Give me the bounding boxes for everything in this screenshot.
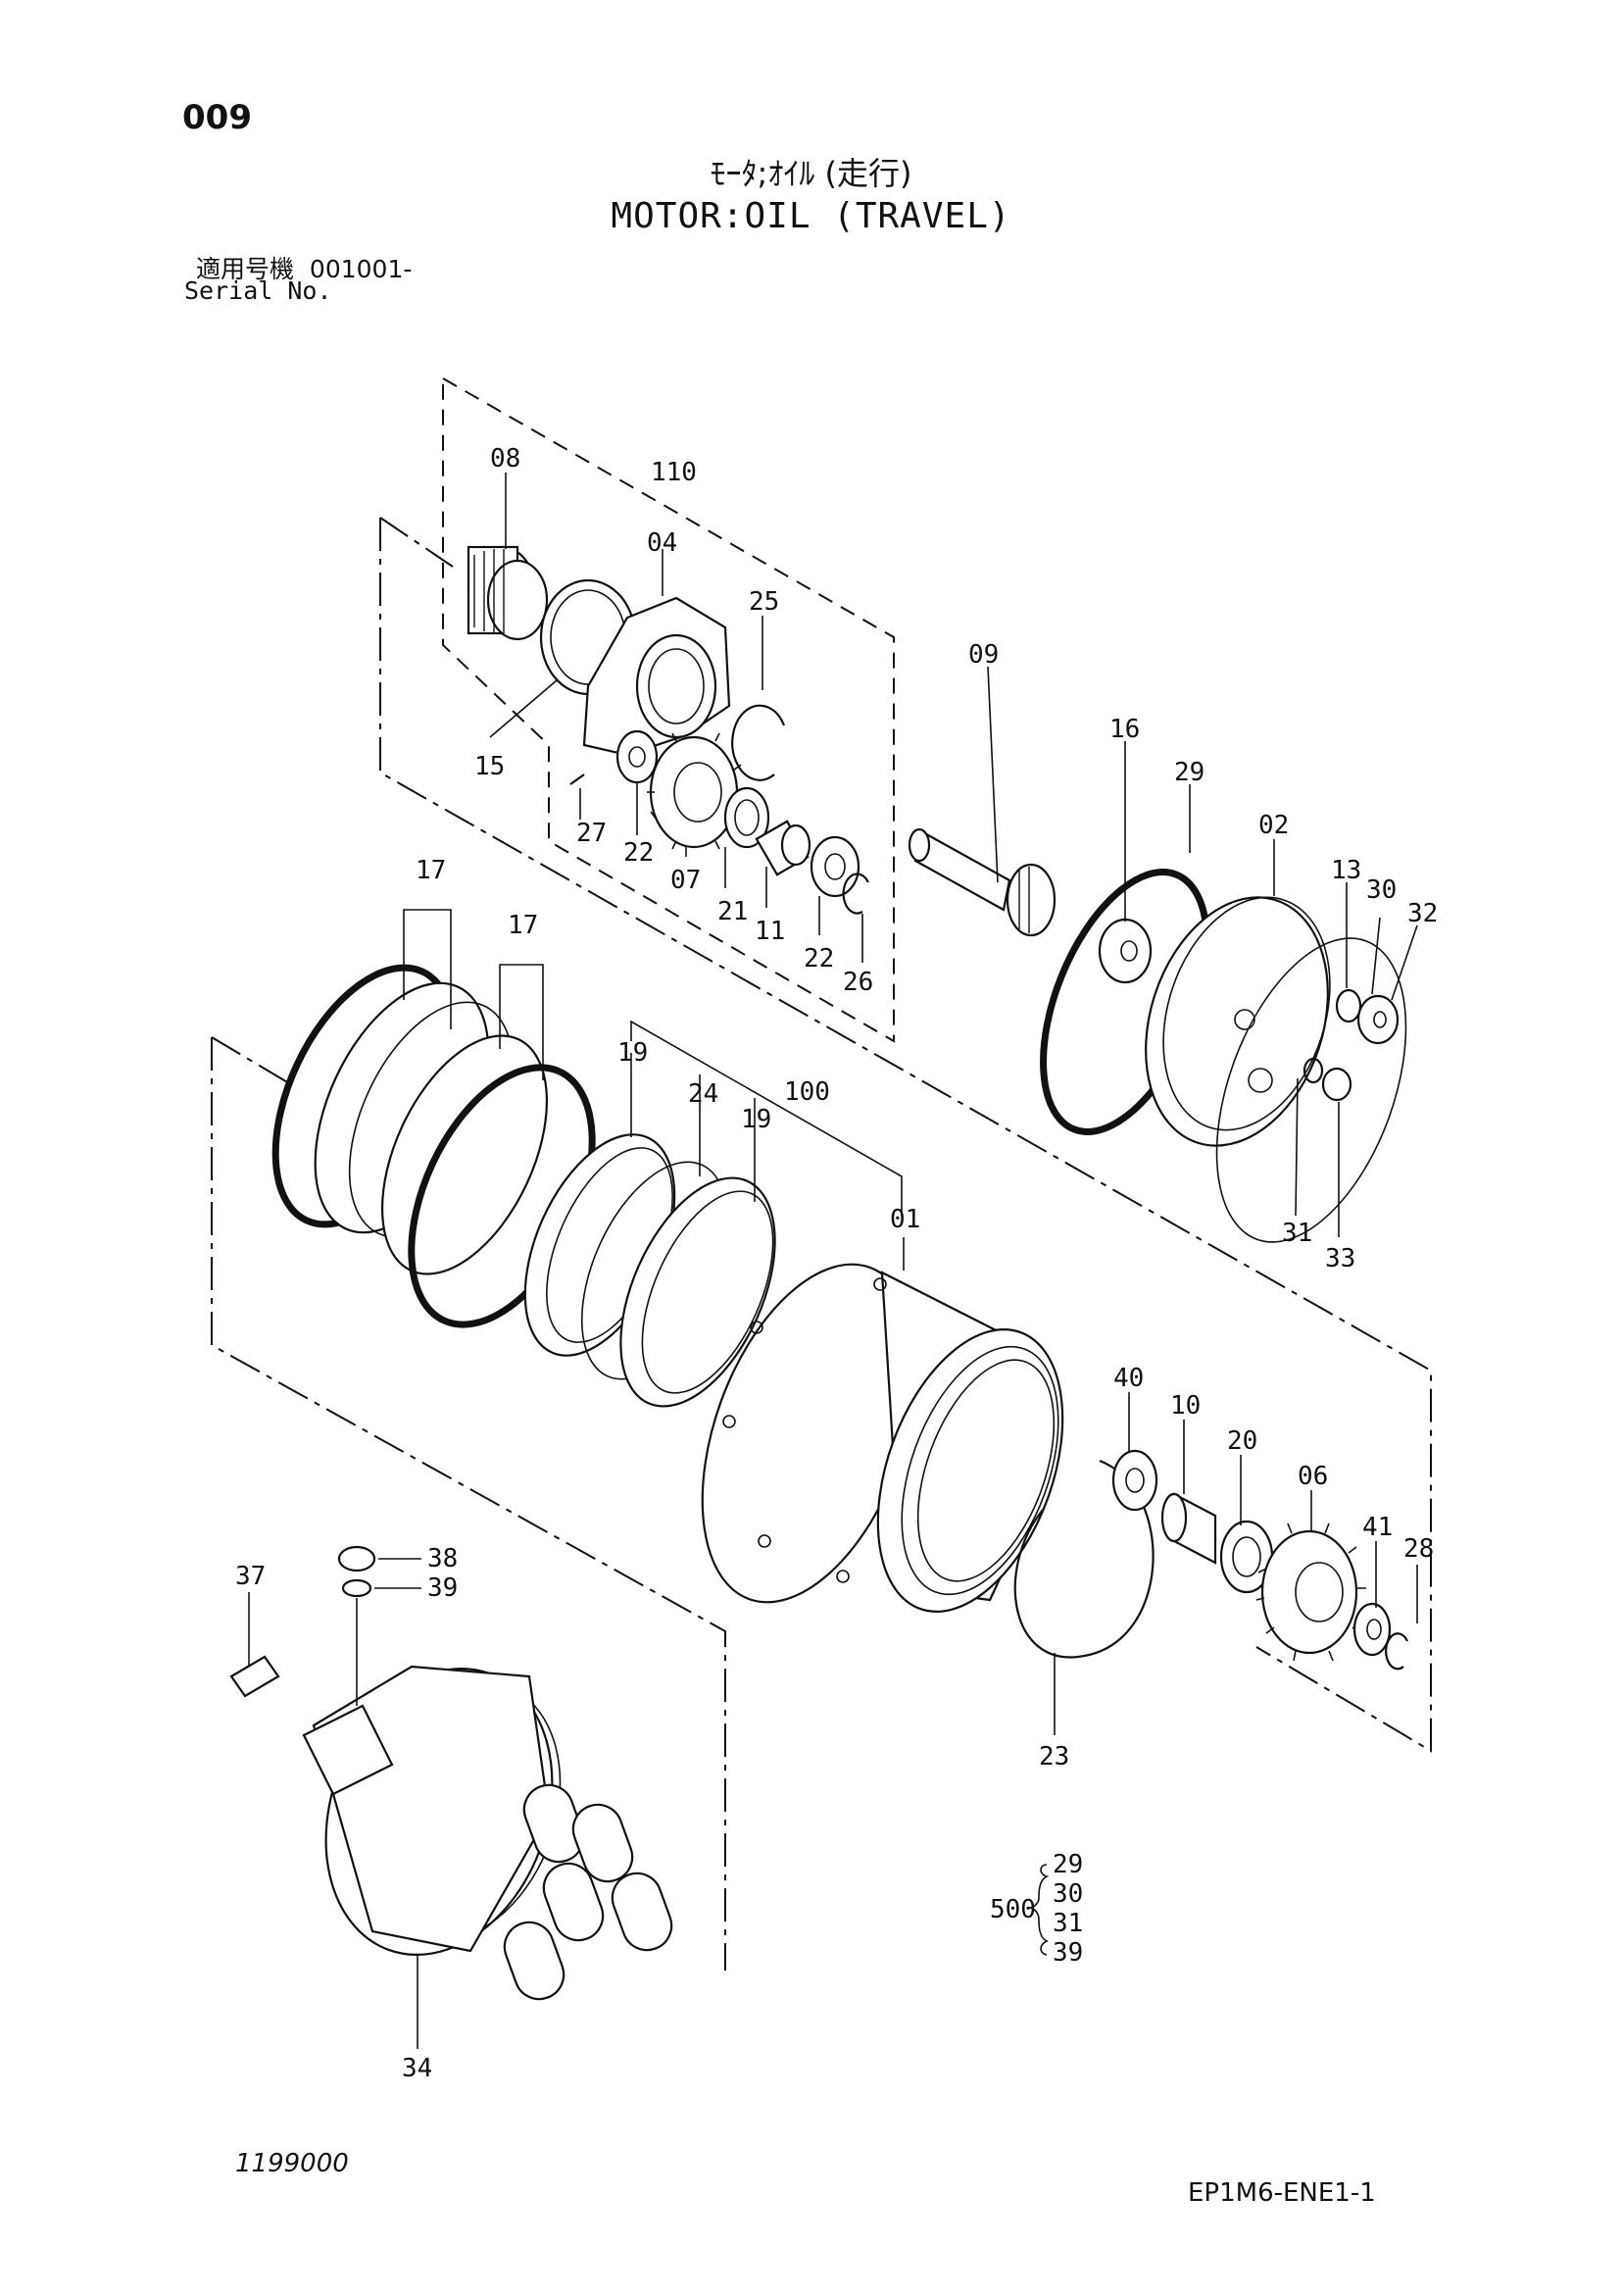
callout-21: 21 [717, 897, 748, 926]
cover-plate-icon [1145, 896, 1331, 1147]
callout-06: 06 [1298, 1462, 1328, 1491]
shaft-icon [908, 827, 1057, 937]
seal-ring-icon [271, 964, 596, 1328]
gear-icon [1255, 1522, 1366, 1662]
title-japanese: ﾓｰﾀ;ｵｲﾙ (走行) [710, 155, 912, 192]
o-ring-icon [341, 1578, 372, 1598]
kit-item: 29 [1053, 1850, 1083, 1879]
drawing-number: 1199000 [235, 2149, 349, 2178]
ring-icon [842, 873, 869, 915]
gear-icon [467, 545, 549, 641]
gear-icon [647, 732, 742, 850]
callout-110: 110 [651, 458, 697, 487]
callout-37: 37 [235, 1562, 266, 1591]
callout-41: 41 [1362, 1513, 1393, 1542]
callout-09: 09 [968, 640, 999, 670]
motor-housing-icon [701, 1263, 1064, 1613]
ring-icon [1385, 1632, 1408, 1671]
plug-icon [337, 1545, 376, 1572]
callout-33: 33 [1325, 1244, 1355, 1273]
callout-15: 15 [474, 752, 505, 781]
callout-40: 40 [1113, 1364, 1144, 1393]
kit-500-list: 500 29 30 31 39 [990, 1850, 1083, 1968]
bearing-icon [523, 1133, 776, 1408]
callout-13: 13 [1331, 856, 1361, 885]
callout-38: 38 [427, 1544, 458, 1573]
callout-02: 02 [1258, 811, 1289, 840]
kit-item: 31 [1053, 1909, 1083, 1938]
callout-24: 24 [688, 1079, 718, 1109]
callout-17b: 17 [508, 911, 538, 940]
callout-11: 11 [755, 917, 785, 946]
plug-icon [1356, 994, 1400, 1045]
callout-34: 34 [402, 2054, 432, 2083]
o-ring-icon [1303, 1057, 1324, 1084]
callout-100: 100 [784, 1077, 830, 1107]
serial-label-jp: 適用号機 [196, 255, 295, 283]
assembly-boundary-upper [379, 518, 1432, 1753]
plug-icon [1321, 1067, 1352, 1102]
callout-10: 10 [1170, 1391, 1201, 1421]
callout-26: 26 [843, 968, 873, 997]
callout-07: 07 [670, 866, 701, 895]
callout-32: 32 [1407, 899, 1438, 928]
callout-27: 27 [576, 819, 607, 848]
callout-labels: 08 110 04 25 15 27 22 07 21 11 22 26 09 … [235, 444, 1438, 2083]
o-ring-icon [1335, 988, 1362, 1023]
callout-30: 30 [1366, 875, 1397, 905]
callout-16: 16 [1109, 715, 1140, 744]
serial-label-en: Serial No. [184, 276, 332, 305]
callout-28: 28 [1403, 1534, 1434, 1564]
name-plate-icon [229, 1655, 280, 1698]
kit-label: 500 [990, 1895, 1036, 1924]
washer-icon [1111, 1449, 1158, 1512]
callout-31: 31 [1282, 1219, 1312, 1248]
title-english: MOTOR:OIL (TRAVEL) [611, 196, 1011, 236]
leader-lines [248, 473, 1418, 2049]
group-110-boundary [442, 377, 895, 1043]
bearing-icon [723, 786, 770, 849]
callout-19a: 19 [617, 1038, 648, 1068]
callout-23: 23 [1039, 1742, 1069, 1772]
washer-icon [1352, 1602, 1392, 1657]
sleeve-icon [1160, 1492, 1217, 1565]
page-number: 009 [182, 98, 252, 137]
callout-22b: 22 [804, 944, 834, 973]
callout-08: 08 [490, 444, 520, 474]
serial-value: 001001- [309, 255, 413, 283]
callout-29: 29 [1174, 758, 1204, 787]
assembly-boundary-lower [211, 1037, 726, 1971]
washer-icon [810, 835, 860, 898]
callout-25: 25 [749, 587, 779, 617]
callout-22a: 22 [623, 838, 654, 868]
callout-19b: 19 [741, 1105, 771, 1134]
callout-04: 04 [647, 528, 677, 558]
assembly-boundary-lower-top [211, 1036, 295, 1087]
callout-17a: 17 [416, 856, 446, 885]
document-code: EP1M6-ENE1-1 [1188, 2178, 1376, 2208]
seal-ring-icon [1215, 937, 1407, 1243]
ring-icon [1013, 1459, 1155, 1659]
sleeve-icon [755, 820, 811, 876]
plug-icon [1098, 918, 1153, 984]
kit-item: 39 [1053, 1938, 1083, 1968]
group-100-bracket [630, 1020, 903, 1216]
pin-icon [569, 774, 585, 785]
washer-icon [615, 729, 659, 784]
motor-assembly-icon [302, 1665, 673, 2001]
callout-39: 39 [427, 1573, 458, 1603]
serial-line: 適用号機 001001- [196, 250, 412, 285]
ring-icon [731, 704, 786, 781]
assembly-boundary-upper-top [379, 517, 454, 568]
kit-item: 30 [1053, 1879, 1083, 1909]
callout-20: 20 [1227, 1426, 1257, 1456]
callout-01: 01 [890, 1205, 920, 1234]
